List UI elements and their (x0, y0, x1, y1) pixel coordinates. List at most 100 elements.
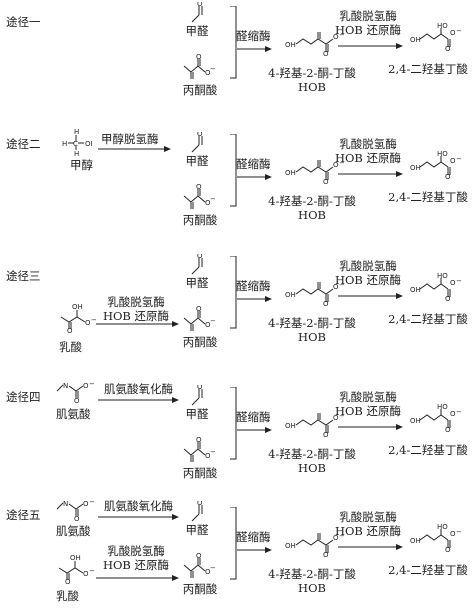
enzyme-sarcosine-oxidase: 肌氨酸氧化酶 (104, 382, 173, 396)
svg-text:O: O (85, 319, 91, 327)
hob-abbr: HOB (298, 461, 326, 475)
svg-text:OH: OH (285, 422, 296, 430)
svg-text:O: O (450, 410, 456, 418)
enzyme-lactate-dehydrogenase: 乳酸脱氢酶 (339, 9, 397, 23)
svg-text:−: − (456, 528, 462, 536)
aldolase-arrow (237, 547, 272, 553)
enzyme-hob-reductase: HOB 还原酶 (102, 558, 170, 572)
svg-text:−: − (210, 195, 215, 203)
pyruvate-name: 丙酮酸 (182, 582, 218, 596)
svg-text:OH: OH (410, 286, 421, 294)
svg-text:−: − (89, 498, 95, 506)
enzyme-aldolase: 醛缩酶 (236, 157, 271, 171)
lactate-name: 乳酸 (59, 340, 82, 354)
svg-text:HO: HO (437, 404, 448, 411)
svg-text:OH: OH (410, 417, 421, 425)
svg-text:O: O (445, 173, 451, 179)
svg-text:H: H (62, 140, 67, 148)
svg-text:−: − (339, 159, 345, 167)
lactate-oxidation-arrow (96, 575, 179, 581)
enzyme-hob-reductase: HOB 还原酶 (334, 273, 402, 287)
svg-text:−: − (456, 277, 462, 285)
aldolase-arrow (237, 296, 272, 302)
pyruvate-name: 丙酮酸 (182, 466, 218, 480)
svg-text:OH: OH (85, 140, 92, 148)
product-name: 2,4-二羟基丁酸 (388, 563, 468, 577)
hob-name: 4-羟基-2-酮-丁酸 (268, 194, 356, 208)
svg-text:O: O (205, 568, 211, 576)
svg-text:O: O (450, 29, 456, 37)
svg-text:O: O (67, 327, 73, 333)
svg-text:O: O (323, 551, 329, 557)
svg-text:−: − (456, 155, 462, 163)
svg-text:O: O (333, 283, 339, 291)
methanol-name: 甲醇 (70, 158, 93, 172)
pyruvate-structure: OO− (183, 437, 215, 462)
svg-text:O: O (205, 199, 211, 207)
sarcosine-structure: NOO− (56, 380, 95, 405)
svg-text:OH: OH (285, 169, 296, 177)
reduction-arrow (338, 424, 403, 430)
lactate-name: 乳酸 (56, 589, 79, 603)
svg-text:HO: HO (437, 23, 448, 30)
enzyme-aldolase: 醛缩酶 (236, 410, 271, 424)
formaldehyde-structure: O (191, 501, 203, 522)
aldolase-arrow (237, 174, 272, 180)
svg-text:H: H (74, 150, 79, 157)
enzyme-methanol-dehydrogenase: 甲醇脱氢酶 (101, 132, 159, 146)
pyruvate-name: 丙酮酸 (182, 335, 218, 349)
enzyme-aldolase: 醛缩酶 (236, 29, 271, 43)
enzyme-hob-reductase: HOB 还原酶 (334, 23, 402, 37)
pyruvate-structure: OO− (183, 184, 215, 209)
svg-text:OH: OH (285, 41, 296, 49)
product-name: 2,4-二羟基丁酸 (388, 62, 468, 76)
pyruvate-structure: OO− (183, 553, 215, 578)
svg-text:OH: OH (285, 542, 296, 550)
svg-text:C: C (73, 140, 78, 148)
hob-name: 4-羟基-2-酮-丁酸 (268, 567, 356, 581)
svg-text:HO: HO (437, 524, 448, 531)
sarcosine-oxidase-arrow (98, 397, 179, 403)
svg-text:−: − (339, 281, 345, 289)
sarcosine-name: 肌氨酸 (56, 407, 91, 421)
svg-text:−: − (210, 317, 215, 325)
formaldehyde-name: 甲醛 (185, 276, 209, 290)
svg-text:O: O (445, 45, 451, 51)
svg-text:O: O (83, 500, 89, 508)
svg-text:O: O (205, 452, 211, 460)
hob-name: 4-羟基-2-酮-丁酸 (268, 316, 356, 330)
svg-text:−: − (89, 380, 95, 388)
route-label: 途径二 (6, 137, 41, 151)
svg-text:O: O (197, 2, 203, 8)
svg-text:O: O (197, 501, 203, 507)
aldolase-arrow (237, 46, 272, 52)
route-label: 途径一 (6, 15, 41, 29)
svg-text:O: O (333, 414, 339, 422)
route-label: 途径四 (6, 390, 41, 404)
svg-text:O: O (196, 54, 202, 61)
svg-text:OH: OH (72, 303, 83, 311)
enzyme-hob-reductase: HOB 还原酶 (334, 404, 402, 418)
product-name: 2,4-二羟基丁酸 (388, 190, 468, 204)
svg-text:O: O (205, 321, 211, 329)
aldolase-arrow (237, 427, 272, 433)
svg-text:O: O (333, 161, 339, 169)
formaldehyde-structure: O (191, 132, 203, 153)
enzyme-lactate-dehydrogenase: 乳酸脱氢酶 (339, 259, 397, 273)
enzyme-hob-reductase: HOB 还原酶 (334, 524, 402, 538)
formaldehyde-structure: O (191, 2, 203, 23)
svg-text:N: N (63, 500, 68, 508)
svg-text:N: N (63, 382, 68, 390)
enzyme-lactate-dehydrogenase: 乳酸脱氢酶 (339, 137, 397, 151)
formaldehyde-structure: O (191, 254, 203, 275)
enzyme-aldolase: 醛缩酶 (236, 279, 271, 293)
svg-text:−: − (339, 31, 345, 39)
svg-text:O: O (450, 530, 456, 538)
pyruvate-structure: OO− (183, 306, 215, 331)
svg-text:O: O (197, 385, 203, 391)
